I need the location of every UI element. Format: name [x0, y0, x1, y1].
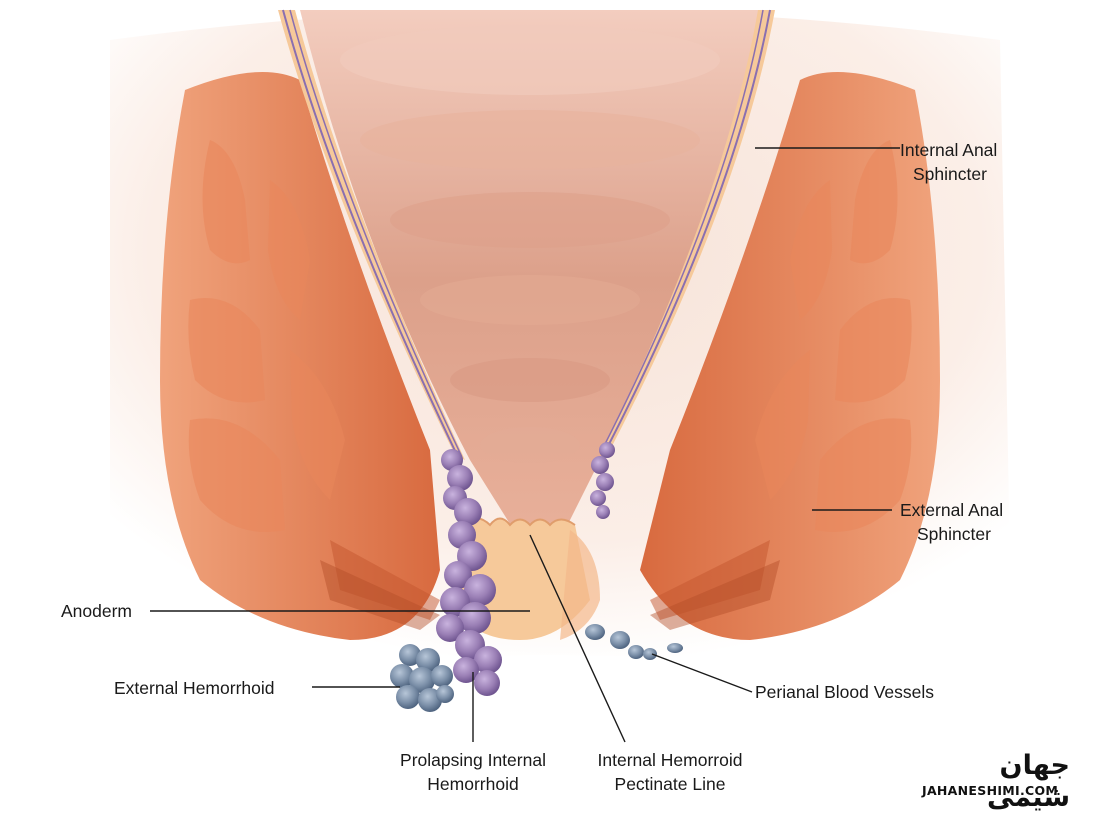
leader-pectinate [529, 534, 626, 743]
logo-site-name: JAHANESHIMI.COM [922, 783, 1059, 798]
right-sphincter-muscle [640, 72, 940, 640]
label-internal-anal-sphincter: Internal Anal Sphincter [900, 138, 997, 186]
left-sphincter-muscle [160, 72, 440, 640]
leader-lines [150, 147, 900, 743]
mucosa-lining [278, 9, 775, 460]
label-prolapsing-line2: Hemorrhoid [427, 774, 519, 794]
rectal-lumen [300, 10, 760, 550]
label-prolapsing-line1: Prolapsing Internal [400, 750, 546, 770]
label-anoderm: Anoderm [61, 601, 133, 621]
label-external-anal-line2: Sphincter [917, 524, 991, 544]
perianal-blood-vessels [585, 624, 683, 660]
label-external-anal-sphincter: External Anal Sphincter [900, 498, 1003, 546]
label-external-hemorrhoid: External Hemorrhoid [114, 678, 275, 698]
label-external-anal-line1: External Anal [900, 500, 1004, 520]
leader-perianal [651, 653, 753, 693]
label-pectinate-line1: Internal Hemorroid [597, 750, 743, 770]
label-internal-anal-line2: Sphincter [913, 164, 987, 184]
internal-hemorrhoid-cluster [436, 449, 502, 696]
right-internal-hemorrhoid [590, 442, 615, 519]
label-internal-anal-line1: Internal Anal [900, 140, 998, 160]
external-hemorrhoid-cluster [390, 644, 454, 712]
label-internal-hemorrhoid-pectinate-line: Internal Hemorroid Pectinate Line [572, 748, 768, 796]
label-pectinate-line2: Pectinate Line [614, 774, 726, 794]
watermark-logo: جهان شیمی JAHANESHIMI.COM [918, 750, 1078, 813]
logo-persian-text: جهان شیمی [987, 750, 1070, 813]
label-prolapsing-internal-hemorrhoid: Prolapsing Internal Hemorrhoid [378, 748, 568, 796]
label-perianal-blood-vessels: Perianal Blood Vessels [755, 682, 934, 702]
